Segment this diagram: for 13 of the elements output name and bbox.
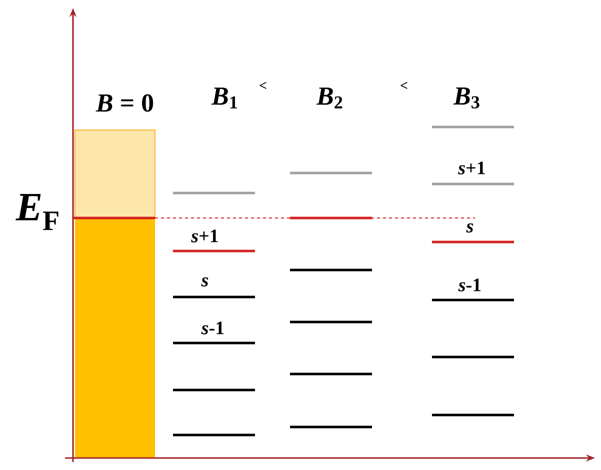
level-label: s+1 xyxy=(191,230,218,242)
fermi-energy-label: E$_{F}$ xyxy=(16,194,58,230)
level-label: s xyxy=(201,277,208,287)
less-than-sign: < xyxy=(400,82,408,89)
level-label: s-1 xyxy=(201,322,224,334)
less-than-sign: < xyxy=(260,82,266,89)
level-label: s-1 xyxy=(458,278,481,292)
field-label: B$_{2}$ xyxy=(316,88,342,108)
level-label: s+1 xyxy=(458,162,485,174)
field-label: B$_{3}$ xyxy=(453,88,480,108)
field-label: B$_{1}$ xyxy=(211,88,238,108)
level-label: s xyxy=(466,223,474,233)
axis-label: B = 0 xyxy=(96,94,154,112)
